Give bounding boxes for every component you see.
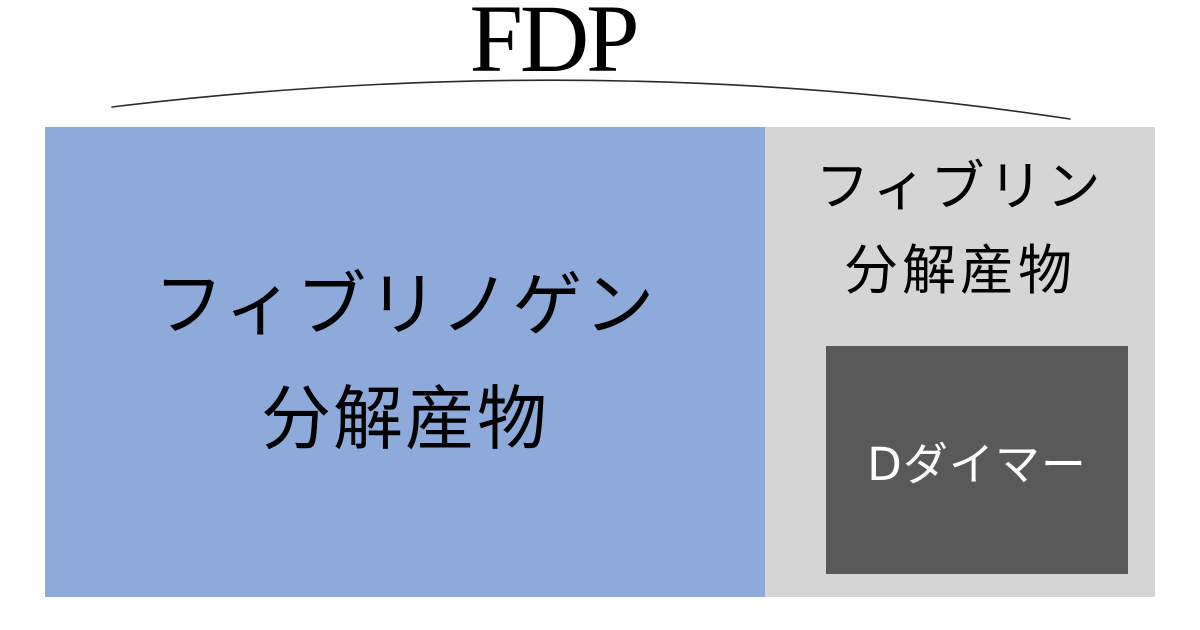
fibrinogen-degradation-box: フィブリノゲン 分解産物 [45, 127, 765, 597]
fibrinogen-box-line1: フィブリノゲン [153, 264, 657, 346]
fibrin-degradation-box: フィブリン 分解産物 Dダイマー [765, 127, 1155, 597]
d-dimer-box: Dダイマー [826, 346, 1128, 574]
diagram-title: FDP [469, 0, 639, 92]
fibrinogen-box-line2: 分解産物 [261, 378, 549, 460]
fibrin-box-line1: フィブリン [815, 155, 1105, 218]
fibrin-box-line2: 分解産物 [844, 239, 1076, 302]
fibrin-box-text: フィブリン 分解産物 [765, 127, 1155, 313]
d-dimer-label: Dダイマー [867, 437, 1087, 491]
